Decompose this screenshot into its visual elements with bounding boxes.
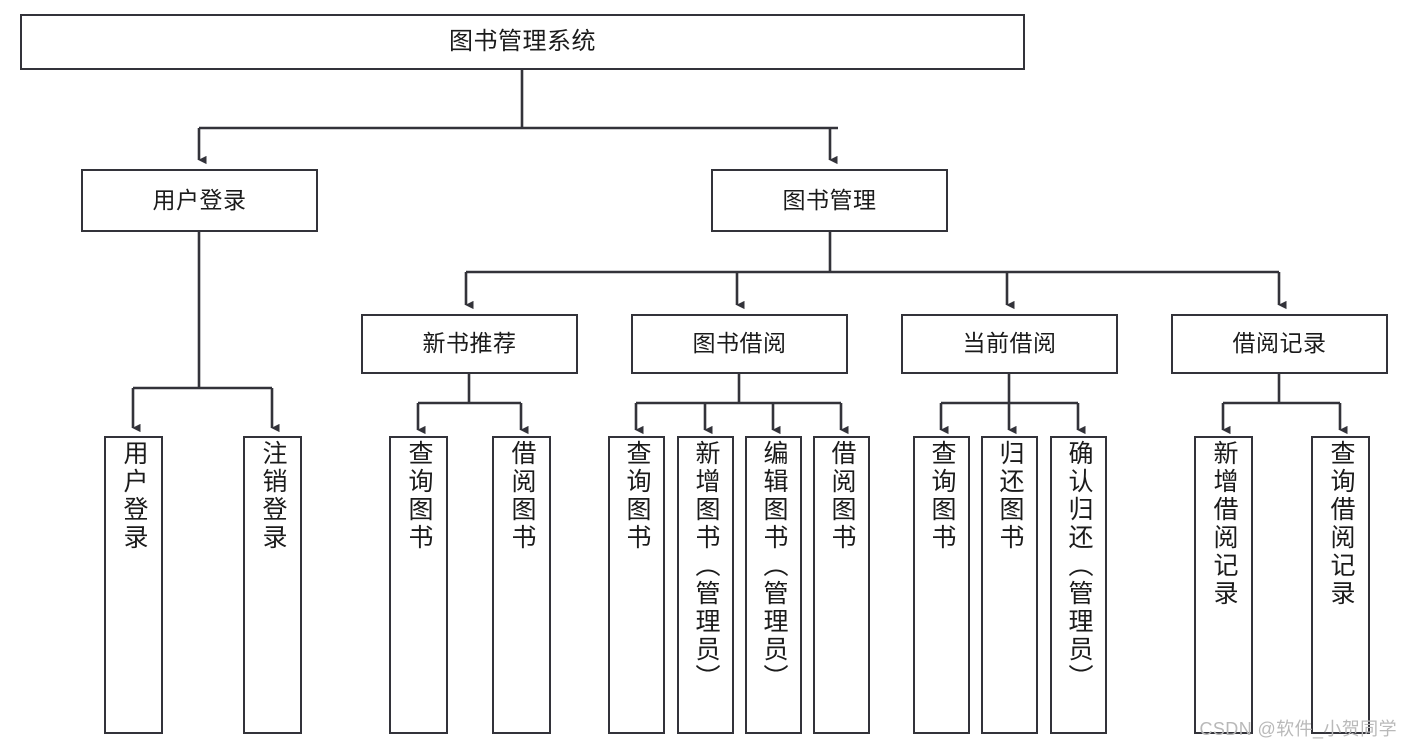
leaf-current-borrow-return-books[interactable]: 归还图书 — [981, 436, 1038, 734]
node-label: 归还图书 — [996, 440, 1024, 552]
node-label: 查询借阅记录 — [1327, 440, 1355, 608]
leaf-borrow-record-query-record[interactable]: 查询借阅记录 — [1311, 436, 1370, 734]
node-label: 图书管理系统 — [449, 27, 596, 55]
leaf-book-borrow-add-book-admin[interactable]: 新增图书（管理员） — [677, 436, 734, 734]
node-book-borrowing[interactable]: 图书借阅 — [631, 314, 848, 374]
node-label: 注销登录 — [259, 440, 287, 552]
leaf-user-login-signin[interactable]: 用户登录 — [104, 436, 163, 734]
leaf-current-borrow-confirm-return-admin[interactable]: 确认归还（管理员） — [1050, 436, 1107, 734]
node-label: 查询图书 — [928, 440, 956, 552]
node-label: 借阅图书 — [508, 440, 536, 552]
node-label: 确认归还（管理员） — [1065, 440, 1093, 692]
node-label: 编辑图书（管理员） — [760, 440, 788, 692]
node-label: 新书推荐 — [422, 330, 517, 357]
node-book-management[interactable]: 图书管理 — [711, 169, 948, 232]
node-label: 借阅记录 — [1232, 330, 1327, 357]
node-label: 新增图书（管理员） — [692, 440, 720, 692]
leaf-new-book-borrow-books[interactable]: 借阅图书 — [492, 436, 551, 734]
node-label: 图书管理 — [782, 186, 877, 213]
leaf-new-book-query-books[interactable]: 查询图书 — [389, 436, 448, 734]
node-current-borrowing[interactable]: 当前借阅 — [901, 314, 1118, 374]
leaf-borrow-record-add-record[interactable]: 新增借阅记录 — [1194, 436, 1253, 734]
node-label: 查询图书 — [405, 440, 433, 552]
csdn-watermark: CSDN @软件_小贺同学 — [1199, 719, 1397, 739]
node-label: 当前借阅 — [962, 330, 1057, 357]
node-label: 图书借阅 — [692, 330, 787, 357]
node-label: 借阅图书 — [828, 440, 856, 552]
node-label: 用户登录 — [152, 186, 247, 213]
node-label: 新增借阅记录 — [1210, 440, 1238, 608]
leaf-book-borrow-query-books[interactable]: 查询图书 — [608, 436, 665, 734]
node-label: 用户登录 — [120, 440, 148, 552]
leaf-user-login-signout[interactable]: 注销登录 — [243, 436, 302, 734]
node-new-book-recommendation[interactable]: 新书推荐 — [361, 314, 578, 374]
leaf-book-borrow-borrow-books[interactable]: 借阅图书 — [813, 436, 870, 734]
node-user-login[interactable]: 用户登录 — [81, 169, 318, 232]
node-label: 查询图书 — [623, 440, 651, 552]
node-borrowing-record[interactable]: 借阅记录 — [1171, 314, 1388, 374]
leaf-current-borrow-query-books[interactable]: 查询图书 — [913, 436, 970, 734]
node-root-book-management-system[interactable]: 图书管理系统 — [20, 14, 1025, 70]
leaf-book-borrow-edit-book-admin[interactable]: 编辑图书（管理员） — [745, 436, 802, 734]
